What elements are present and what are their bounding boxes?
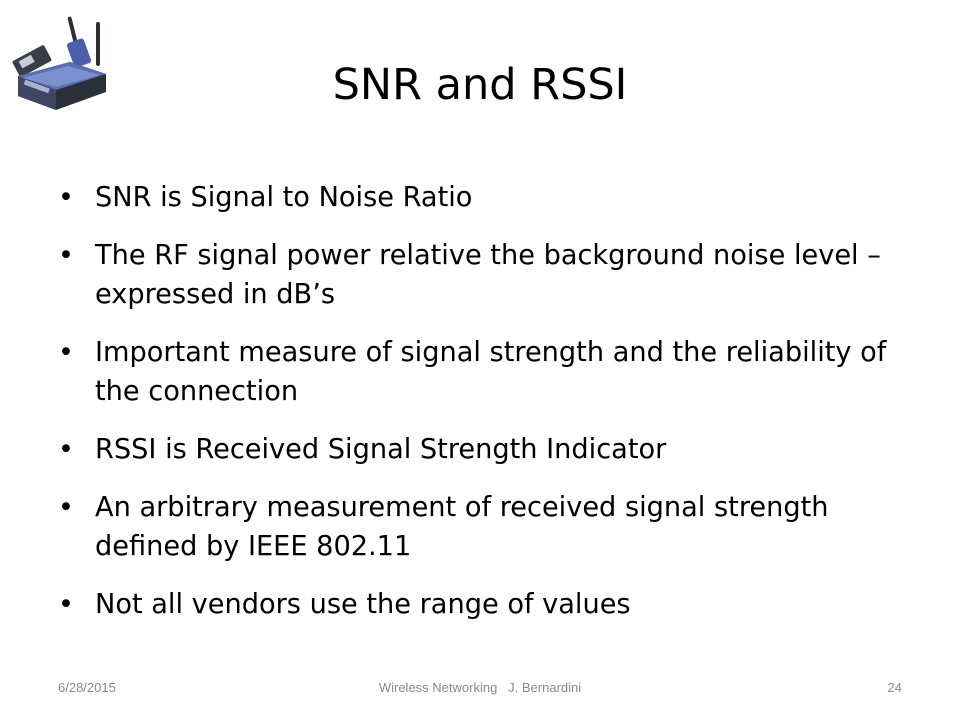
bullet-icon: • — [58, 434, 74, 465]
bullet-text: RSSI is Received Signal Strength Indicat… — [95, 434, 667, 465]
bullet-item: • RSSI is Received Signal Strength Indic… — [58, 430, 908, 469]
slide-title: SNR and RSSI — [332, 60, 628, 110]
bullet-item: • SNR is Signal to Noise Ratio — [58, 178, 908, 217]
slide-number: 24 — [887, 680, 902, 695]
bullet-item: • An arbitrary measurement of received s… — [58, 488, 908, 566]
bullet-icon: • — [58, 182, 74, 213]
bullet-icon: • — [58, 337, 74, 368]
bullet-icon: • — [58, 492, 74, 523]
bullet-text: SNR is Signal to Noise Ratio — [95, 182, 473, 213]
wireless-router-icon — [12, 16, 106, 110]
bullet-text: Not all vendors use the range of values — [95, 589, 631, 620]
footer-date: 6/28/2015 — [58, 680, 116, 695]
bullet-icon: • — [58, 589, 74, 620]
bullet-text: An arbitrary measurement of received sig… — [95, 492, 829, 562]
bullet-text: The RF signal power relative the backgro… — [95, 240, 881, 310]
bullet-item: • Not all vendors use the range of value… — [58, 585, 908, 624]
bullet-list: • SNR is Signal to Noise Ratio • The RF … — [58, 178, 908, 643]
bullet-item: • Important measure of signal strength a… — [58, 333, 908, 411]
footer-title: Wireless Networking J. Bernardini — [378, 680, 582, 695]
bullet-icon: • — [58, 240, 74, 271]
bullet-text: Important measure of signal strength and… — [95, 337, 887, 407]
bullet-item: • The RF signal power relative the backg… — [58, 236, 908, 314]
